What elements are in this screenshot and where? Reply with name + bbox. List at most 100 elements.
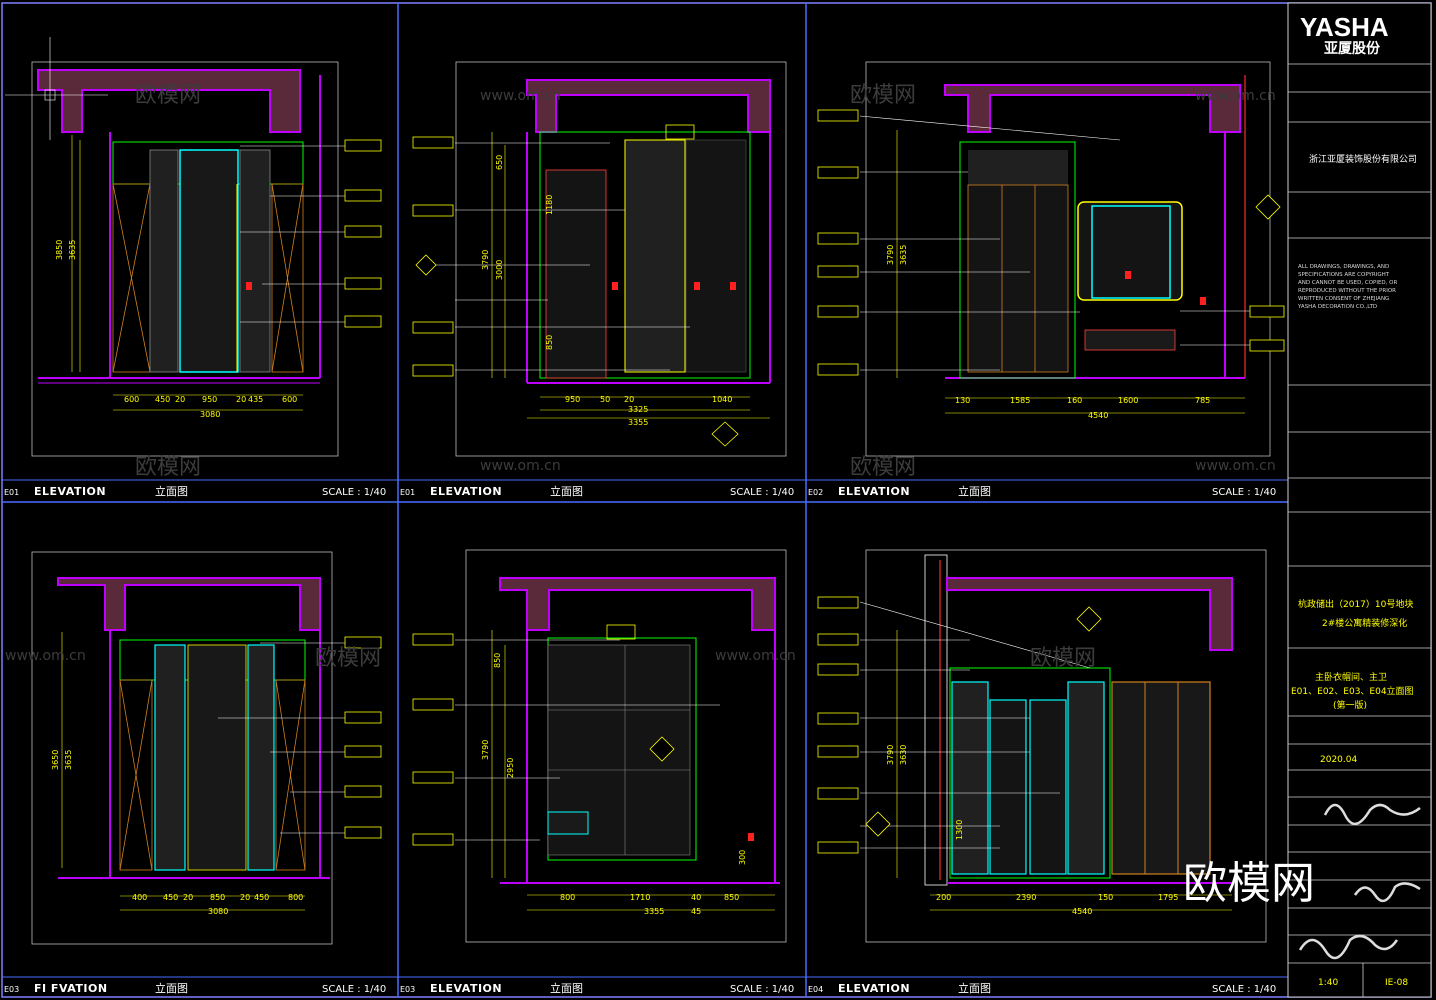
svg-text:130: 130 xyxy=(955,396,970,405)
svg-text:SCALE : 1/40: SCALE : 1/40 xyxy=(322,984,386,995)
svg-text:欧模网: 欧模网 xyxy=(135,455,201,480)
svg-text:3000: 3000 xyxy=(495,260,504,280)
svg-text:20: 20 xyxy=(175,395,185,404)
drawing-title-2: E01、E02、E03、E04立面图 xyxy=(1291,685,1414,697)
svg-text:WRITTEN CONSENT OF ZHEJIANG: WRITTEN CONSENT OF ZHEJIANG xyxy=(1298,296,1389,302)
svg-text:4540: 4540 xyxy=(1088,411,1108,420)
svg-text:3325: 3325 xyxy=(628,405,648,414)
panel-title-4: E03 FI FVATION 立面图 SCALE : 1/40 xyxy=(4,981,386,995)
drawing-date: 2020.04 xyxy=(1320,755,1357,765)
watermarks: 欧模网 欧模网 欧模网 欧模网 欧模网 欧模网 www.om.cn www.om… xyxy=(5,83,1276,671)
svg-text:1710: 1710 xyxy=(630,893,650,902)
tag-boxes-1 xyxy=(344,139,382,328)
svg-text:3355: 3355 xyxy=(628,418,648,427)
watermark-url: www.om.cn xyxy=(480,88,561,104)
scale-value: 1:40 xyxy=(1318,978,1338,988)
svg-text:ELEVATION: ELEVATION xyxy=(838,982,910,995)
svg-text:3080: 3080 xyxy=(200,410,220,419)
svg-text:450: 450 xyxy=(254,893,269,902)
svg-text:800: 800 xyxy=(288,893,303,902)
svg-text:E04: E04 xyxy=(808,985,823,994)
svg-text:SCALE : 1/40: SCALE : 1/40 xyxy=(1212,984,1276,995)
drawing-title-3: (第一版) xyxy=(1333,699,1367,711)
svg-text:3790: 3790 xyxy=(481,250,490,270)
svg-text:ELEVATION: ELEVATION xyxy=(838,485,910,498)
svg-text:3630: 3630 xyxy=(899,745,908,765)
svg-text:850: 850 xyxy=(545,335,554,350)
svg-text:立面图: 立面图 xyxy=(550,484,583,498)
svg-text:1040: 1040 xyxy=(712,395,732,404)
brand-logo: YASHA xyxy=(1300,12,1389,42)
svg-text:850: 850 xyxy=(724,893,739,902)
svg-text:20: 20 xyxy=(240,893,250,902)
svg-text:E03: E03 xyxy=(4,985,19,994)
svg-text:20: 20 xyxy=(183,893,193,902)
svg-text:1585: 1585 xyxy=(1010,396,1030,405)
svg-text:立面图: 立面图 xyxy=(550,981,583,995)
svg-text:立面图: 立面图 xyxy=(155,981,188,995)
svg-text:欧模网: 欧模网 xyxy=(850,83,916,108)
svg-text:REPRODUCED WITHOUT THE PRIOR: REPRODUCED WITHOUT THE PRIOR xyxy=(1298,288,1396,294)
svg-text:400: 400 xyxy=(132,893,147,902)
svg-text:SCALE : 1/40: SCALE : 1/40 xyxy=(1212,487,1276,498)
panel-title-strips xyxy=(2,479,1288,978)
svg-text:800: 800 xyxy=(560,893,575,902)
drawing-number: IE-08 xyxy=(1385,978,1408,988)
elevation-panel-6: 3790 3630 1300 200 2390 150 1795 4540 xyxy=(817,549,1267,943)
svg-text:20: 20 xyxy=(624,395,634,404)
panel-title-1: E01 ELEVATION 立面图 SCALE : 1/40 xyxy=(4,484,386,498)
svg-text:2390: 2390 xyxy=(1016,893,1036,902)
project-name-1: 杭政储出（2017）10号地块 xyxy=(1298,598,1413,610)
svg-text:50: 50 xyxy=(600,395,610,404)
svg-text:AND CANNOT BE USED, COPIED, OR: AND CANNOT BE USED, COPIED, OR xyxy=(1298,280,1397,286)
svg-text:3790: 3790 xyxy=(886,245,895,265)
elevation-panel-1: 3850 3635 600 450 20 950 20 435 600 3080 xyxy=(5,37,382,457)
svg-text:欧模网: 欧模网 xyxy=(1030,646,1096,671)
svg-text:4540: 4540 xyxy=(1072,907,1092,916)
company-name: 浙江亚厦装饰股份有限公司 xyxy=(1309,153,1417,165)
copyright-notes: ALL DRAWINGS, DRAWINGS, AND SPECIFICATIO… xyxy=(1297,264,1397,310)
brand-cn: 亚厦股份 xyxy=(1324,40,1381,57)
elevation-panel-2: 3790 650 3000 1180 850 950 50 20 1040 33… xyxy=(412,61,787,457)
svg-text:450: 450 xyxy=(155,395,170,404)
svg-text:3850: 3850 xyxy=(55,240,64,260)
svg-text:www.om.cn: www.om.cn xyxy=(5,648,86,664)
elevation-panel-3: 3790 3635 130 1585 160 1600 785 4540 xyxy=(817,61,1285,457)
svg-text:1795: 1795 xyxy=(1158,893,1178,902)
svg-text:450: 450 xyxy=(163,893,178,902)
svg-text:40: 40 xyxy=(691,893,701,902)
svg-text:650: 650 xyxy=(495,155,504,170)
svg-text:E02: E02 xyxy=(808,488,823,497)
svg-text:3080: 3080 xyxy=(208,907,228,916)
svg-text:3790: 3790 xyxy=(481,740,490,760)
svg-text:www.om.cn: www.om.cn xyxy=(1195,88,1276,104)
svg-text:435: 435 xyxy=(248,395,263,404)
svg-text:2950: 2950 xyxy=(506,758,515,778)
panel-title-5: E03 ELEVATION 立面图 SCALE : 1/40 xyxy=(400,981,794,995)
svg-text:3355: 3355 xyxy=(644,907,664,916)
svg-text:www.om.cn: www.om.cn xyxy=(715,648,796,664)
svg-text:200: 200 xyxy=(936,893,951,902)
svg-text:3650: 3650 xyxy=(51,750,60,770)
svg-text:ALL DRAWINGS, DRAWINGS, AND: ALL DRAWINGS, DRAWINGS, AND xyxy=(1298,264,1389,270)
svg-text:欧模网: 欧模网 xyxy=(850,455,916,480)
svg-text:SPECIFICATIONS ARE COPYRIGHT: SPECIFICATIONS ARE COPYRIGHT xyxy=(1298,272,1390,278)
panel-cn-title: 立面图 xyxy=(155,484,188,498)
project-name-2: 2#楼公寓精装修深化 xyxy=(1322,617,1407,629)
svg-text:600: 600 xyxy=(282,395,297,404)
svg-text:45: 45 xyxy=(691,907,701,916)
svg-text:1180: 1180 xyxy=(545,195,554,215)
elevation-panel-4: 3650 3635 400 450 20 850 20 450 800 3080 xyxy=(31,551,382,945)
svg-text:1600: 1600 xyxy=(1118,396,1138,405)
svg-text:850: 850 xyxy=(493,653,502,668)
svg-text:3635: 3635 xyxy=(64,750,73,770)
svg-text:3790: 3790 xyxy=(886,745,895,765)
svg-text:www.om.cn: www.om.cn xyxy=(480,458,561,474)
panel-titles: E01 ELEVATION 立面图 SCALE : 1/40 E01 ELEVA… xyxy=(4,484,1276,995)
svg-text:E03: E03 xyxy=(400,985,415,994)
svg-text:YASHA DECORATION CO.,LTD: YASHA DECORATION CO.,LTD xyxy=(1297,304,1377,310)
svg-text:E01: E01 xyxy=(400,488,415,497)
big-watermark: 欧模网 xyxy=(1183,858,1315,909)
svg-text:欧模网: 欧模网 xyxy=(315,646,381,671)
drawing-title-1: 主卧衣帽间、主卫 xyxy=(1315,671,1387,683)
